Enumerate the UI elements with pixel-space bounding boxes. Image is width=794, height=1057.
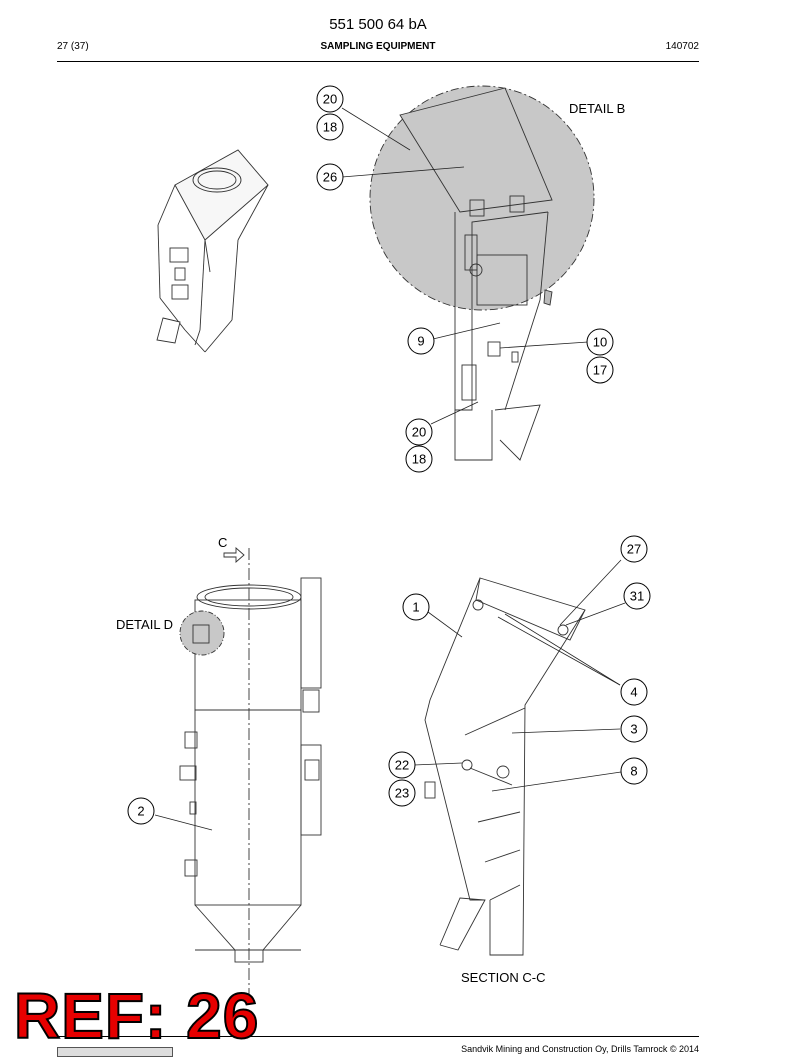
callout-label: 20 bbox=[323, 92, 337, 107]
detail-d-label: DETAIL D bbox=[116, 617, 173, 632]
header-rule bbox=[57, 61, 699, 62]
section-cc-view bbox=[424, 577, 586, 956]
front-view bbox=[179, 547, 322, 1000]
callout-label: 10 bbox=[593, 335, 607, 350]
callout-label: 26 bbox=[323, 170, 337, 185]
footer-rule bbox=[57, 1036, 699, 1037]
callout-23 bbox=[388, 779, 416, 807]
callout-label: 18 bbox=[323, 120, 337, 135]
footer-copyright: Sandvik Mining and Construction Oy, Dril… bbox=[461, 1044, 699, 1054]
callout-label: 8 bbox=[630, 764, 637, 779]
callout-label: 17 bbox=[593, 363, 607, 378]
detail-d-marker bbox=[179, 610, 225, 656]
callout-18-lower bbox=[405, 445, 433, 473]
page-number: 27 (37) bbox=[57, 41, 89, 52]
page-title: SAMPLING EQUIPMENT bbox=[320, 41, 436, 52]
detail-b-view bbox=[369, 85, 595, 461]
detail-b-label: DETAIL B bbox=[569, 101, 625, 116]
isometric-view bbox=[156, 149, 269, 353]
leader-lines bbox=[154, 107, 626, 831]
document-number: 551 500 64 bA bbox=[329, 16, 427, 33]
callout-label: 31 bbox=[630, 589, 644, 604]
callout-22 bbox=[388, 751, 416, 779]
callout-26 bbox=[316, 163, 344, 191]
callout-label: 1 bbox=[412, 600, 419, 615]
callout-9 bbox=[407, 327, 435, 355]
callout-label: 4 bbox=[630, 685, 637, 700]
callout-8 bbox=[620, 757, 648, 785]
callout-label: 22 bbox=[395, 758, 409, 773]
callout-27 bbox=[620, 535, 648, 563]
callout-20-top bbox=[316, 85, 344, 113]
callout-label: 3 bbox=[630, 722, 637, 737]
callout-18-top bbox=[316, 113, 344, 141]
callout-label: 20 bbox=[412, 425, 426, 440]
callout-label: 18 bbox=[412, 452, 426, 467]
callout-bubbles bbox=[127, 85, 651, 825]
ref-stamp: REF: 26 bbox=[13, 980, 260, 1052]
section-mark-label: C bbox=[218, 535, 227, 550]
callout-label: 9 bbox=[417, 334, 424, 349]
callout-3 bbox=[620, 715, 648, 743]
callout-17 bbox=[586, 356, 614, 384]
callout-2 bbox=[127, 797, 155, 825]
callout-4 bbox=[620, 678, 648, 706]
callout-31 bbox=[623, 582, 651, 610]
section-cc-label: SECTION C-C bbox=[461, 970, 546, 985]
callout-labels: 20 18 26 9 10 17 20 18 27 31 1 4 3 22 8 … bbox=[137, 92, 644, 819]
callout-label: 2 bbox=[137, 804, 144, 819]
document-date: 140702 bbox=[665, 41, 699, 52]
callout-label: 23 bbox=[395, 786, 409, 801]
callout-10 bbox=[586, 328, 614, 356]
callout-1 bbox=[402, 593, 430, 621]
callout-20-lower bbox=[405, 418, 433, 446]
callout-label: 27 bbox=[627, 542, 641, 557]
